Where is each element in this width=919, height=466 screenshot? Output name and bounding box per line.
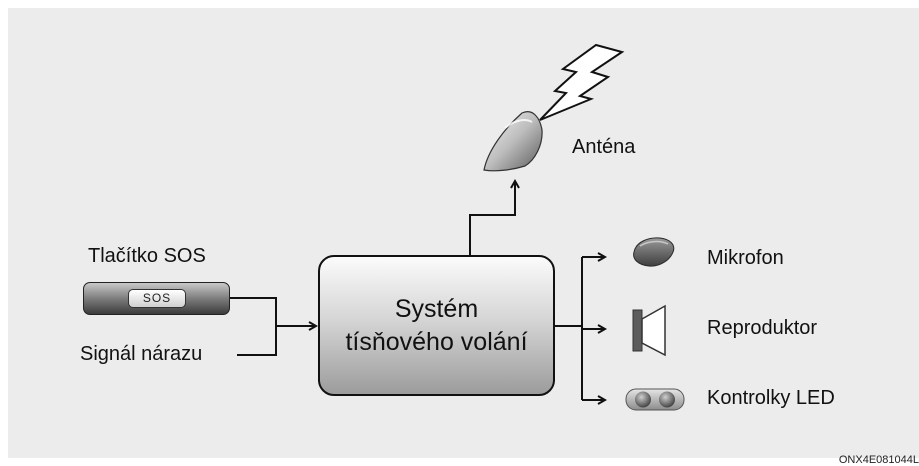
sos-button-panel: SOS bbox=[83, 282, 230, 315]
antenna-icon bbox=[483, 111, 543, 172]
led-indicator-icon bbox=[625, 388, 685, 411]
crash-signal-label: Signál nárazu bbox=[80, 343, 203, 365]
system-title-line1: Systém bbox=[394, 294, 479, 323]
crash-to-merge-line bbox=[237, 326, 277, 356]
sos-label: Tlačítko SOS bbox=[88, 245, 206, 267]
sos-button: SOS bbox=[128, 289, 186, 308]
antenna-label: Anténa bbox=[572, 136, 636, 158]
led-label: Kontrolky LED bbox=[707, 387, 835, 409]
emergency-call-system-box: Systém tísňového volání bbox=[318, 255, 555, 396]
microphone-label: Mikrofon bbox=[707, 247, 784, 269]
figure-code: ONX4E081044L bbox=[838, 454, 919, 466]
sos-to-merge-line bbox=[230, 297, 277, 326]
speaker-icon bbox=[632, 304, 666, 357]
lightning-icon bbox=[539, 43, 625, 121]
microphone-icon bbox=[633, 237, 675, 267]
system-to-antenna-arrow bbox=[469, 181, 515, 255]
speaker-label: Reproduktor bbox=[707, 317, 818, 339]
system-title-line2: tísňového volání bbox=[345, 327, 528, 356]
